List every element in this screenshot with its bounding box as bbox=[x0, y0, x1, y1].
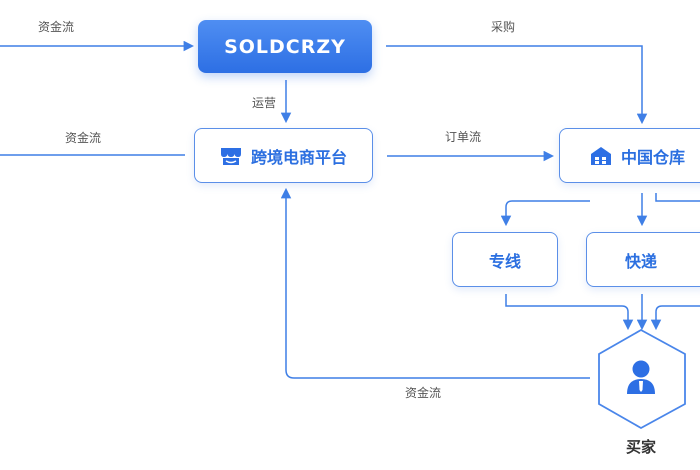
edge-right-buyer bbox=[650, 305, 700, 331]
node-brand: SOLDCRZY bbox=[198, 20, 372, 73]
label-capital-bottom: 资金流 bbox=[405, 386, 442, 400]
node-platform-label: 跨境电商平台 bbox=[250, 147, 347, 167]
edge-warehouse-dedicated bbox=[500, 200, 590, 227]
edge-warehouse-right bbox=[655, 193, 700, 202]
buyer-hexagon bbox=[598, 328, 686, 430]
node-dedicated-line: 专线 bbox=[452, 232, 558, 287]
node-warehouse: 中国仓库 bbox=[559, 128, 700, 183]
label-order-flow: 订单流 bbox=[445, 130, 482, 144]
label-operation: 运营 bbox=[252, 96, 277, 110]
user-icon bbox=[627, 360, 655, 394]
node-warehouse-label: 中国仓库 bbox=[621, 147, 686, 167]
node-platform: 跨境电商平台 bbox=[194, 128, 373, 183]
edge-purchase bbox=[386, 45, 648, 125]
node-express: 快递 bbox=[586, 232, 700, 287]
label-capital-mid: 资金流 bbox=[65, 131, 102, 145]
storefront-icon bbox=[220, 147, 241, 165]
edge-capital-bottom bbox=[280, 187, 590, 379]
label-capital-top: 资金流 bbox=[38, 20, 75, 34]
warehouse-icon bbox=[591, 146, 611, 165]
label-purchase: 采购 bbox=[491, 20, 516, 34]
node-buyer-label: 买家 bbox=[626, 438, 657, 456]
edge-dedicated-buyer bbox=[505, 294, 634, 331]
